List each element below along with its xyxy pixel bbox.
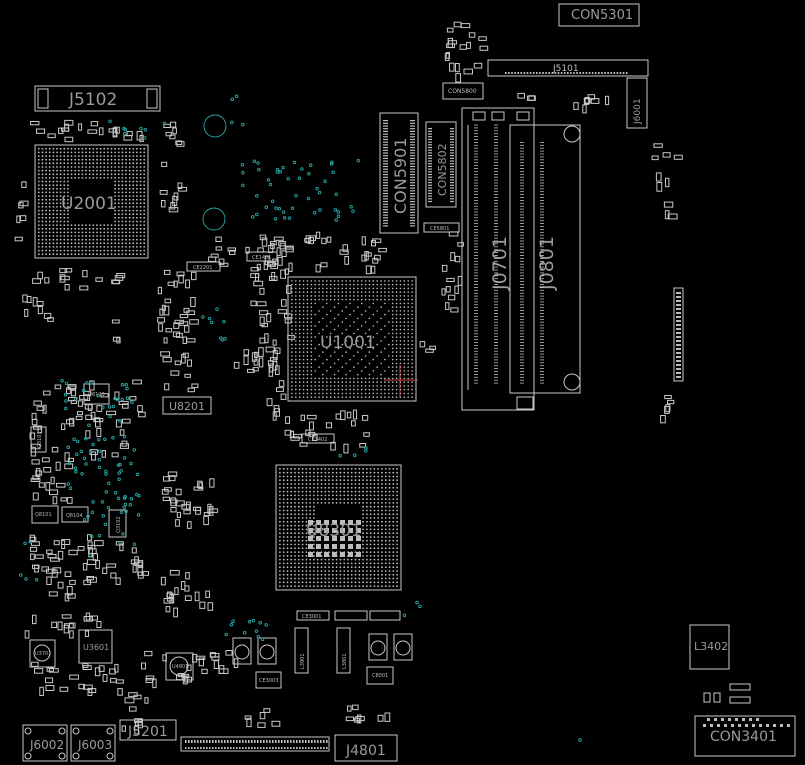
q8103-label: Q8103 bbox=[88, 392, 105, 398]
round-capacitor-2[interactable] bbox=[257, 637, 277, 665]
con3401-label: CON3401 bbox=[710, 729, 777, 745]
j5102-label: J5102 bbox=[68, 90, 117, 110]
u3701-label: U3701 bbox=[35, 651, 51, 657]
j6001-label: J6001 bbox=[633, 98, 643, 125]
u1001-bga-footprint[interactable]: U1001 bbox=[287, 276, 418, 402]
ce5801-part[interactable]: CE5801 bbox=[423, 222, 460, 233]
l3402-label: L3402 bbox=[694, 640, 728, 653]
j4801-footprint[interactable]: J4801 bbox=[334, 734, 398, 762]
u8201-label: U8201 bbox=[169, 400, 205, 413]
round-capacitor-4[interactable] bbox=[393, 633, 413, 661]
j5101-footprint[interactable]: J5101 bbox=[487, 59, 649, 77]
ce2201-part[interactable]: CE2201 bbox=[186, 261, 221, 272]
con5800-label: CON5800 bbox=[448, 88, 477, 95]
u4801-label: U4801 bbox=[172, 664, 188, 670]
mounting-hole-2 bbox=[202, 207, 226, 231]
ce3003-part[interactable]: CE3003 bbox=[255, 671, 282, 689]
j6002-footprint[interactable]: J6002 bbox=[22, 724, 68, 762]
j6003-label: J6003 bbox=[77, 738, 112, 752]
j5201-label: J5201 bbox=[127, 724, 168, 740]
con5901-label: CON5901 bbox=[391, 138, 410, 214]
j6003-footprint[interactable]: J6003 bbox=[70, 724, 116, 762]
j0801-label: J0801 bbox=[536, 236, 558, 291]
long-bottom-connector[interactable] bbox=[180, 736, 330, 752]
via-field bbox=[19, 94, 582, 742]
con5301-footprint[interactable]: CON5301 bbox=[558, 3, 640, 27]
right-connector-strip[interactable] bbox=[673, 287, 684, 382]
ce3003-label: CE3003 bbox=[259, 678, 278, 684]
u8201-part[interactable]: U8201 bbox=[162, 396, 212, 415]
ce5801-label: CE5801 bbox=[430, 226, 449, 232]
con5901-footprint[interactable]: CON5901 bbox=[379, 112, 419, 234]
u3701-part[interactable]: U3701 bbox=[29, 639, 56, 668]
round-capacitor-3[interactable] bbox=[368, 633, 388, 661]
con5301-label: CON5301 bbox=[571, 8, 633, 23]
q8104-part[interactable]: Q8104 bbox=[61, 506, 89, 523]
ce3001-part[interactable]: CE3001 bbox=[296, 610, 330, 621]
q8101-label: Q8101 bbox=[35, 512, 52, 518]
l3901-label: L3901 bbox=[300, 653, 306, 669]
round-capacitor-1[interactable] bbox=[232, 637, 252, 665]
ce1402-part[interactable]: CE1402 bbox=[301, 433, 335, 444]
ce3001-label: CE3001 bbox=[302, 614, 321, 620]
q8101-part[interactable]: Q8101 bbox=[31, 505, 59, 524]
con5802-footprint[interactable]: CON5802 bbox=[425, 121, 457, 208]
u2001-label: U2001 bbox=[61, 194, 117, 214]
u8301-label: U8301 bbox=[306, 521, 362, 541]
j0701-label: J0701 bbox=[489, 236, 511, 291]
l3801-label: L3801 bbox=[342, 653, 348, 669]
con5802-label: CON5802 bbox=[436, 143, 449, 196]
q3102-label: Q3102 bbox=[116, 516, 122, 533]
l3402-part[interactable]: L3402 bbox=[689, 624, 730, 670]
ce2201-label: CE2201 bbox=[193, 265, 212, 271]
u2001-bga-footprint[interactable]: U2001 bbox=[34, 144, 149, 259]
mounting-hole-1 bbox=[203, 114, 227, 138]
ce1401-label: CE1401 bbox=[252, 255, 271, 261]
j4801-label: J4801 bbox=[345, 743, 386, 759]
q3102-part[interactable]: Q3102 bbox=[108, 509, 127, 538]
q8104-label: Q8104 bbox=[66, 513, 83, 519]
c8001-part[interactable]: C8001 bbox=[366, 666, 394, 685]
con3401-footprint[interactable]: CON3401 bbox=[694, 715, 796, 757]
j6001-footprint[interactable]: J6001 bbox=[626, 77, 648, 129]
j5101-label: J5101 bbox=[552, 64, 579, 74]
l3901-part[interactable]: L3901 bbox=[294, 627, 309, 674]
j0701-footprint[interactable]: J0701 bbox=[461, 107, 535, 411]
u8301-bga-footprint[interactable]: U8301 bbox=[275, 464, 402, 591]
l3801-part[interactable]: L3801 bbox=[336, 627, 351, 674]
u1001-label: U1001 bbox=[320, 333, 376, 353]
j5102-footprint[interactable]: J5102 bbox=[34, 85, 161, 112]
c8001-label: C8001 bbox=[372, 673, 388, 679]
j0801-footprint[interactable]: J0801 bbox=[509, 124, 581, 394]
passive-components bbox=[14, 21, 683, 735]
u3601-label: U3601 bbox=[83, 643, 109, 652]
q3101-label: Q3101 bbox=[37, 431, 43, 448]
j6002-label: J6002 bbox=[29, 738, 64, 752]
ce1402-label: CE1402 bbox=[308, 437, 327, 443]
j5201-footprint[interactable]: J5201 bbox=[119, 719, 177, 741]
con5800-footprint[interactable]: CON5800 bbox=[442, 82, 484, 100]
u3601-part[interactable]: U3601 bbox=[78, 629, 113, 664]
